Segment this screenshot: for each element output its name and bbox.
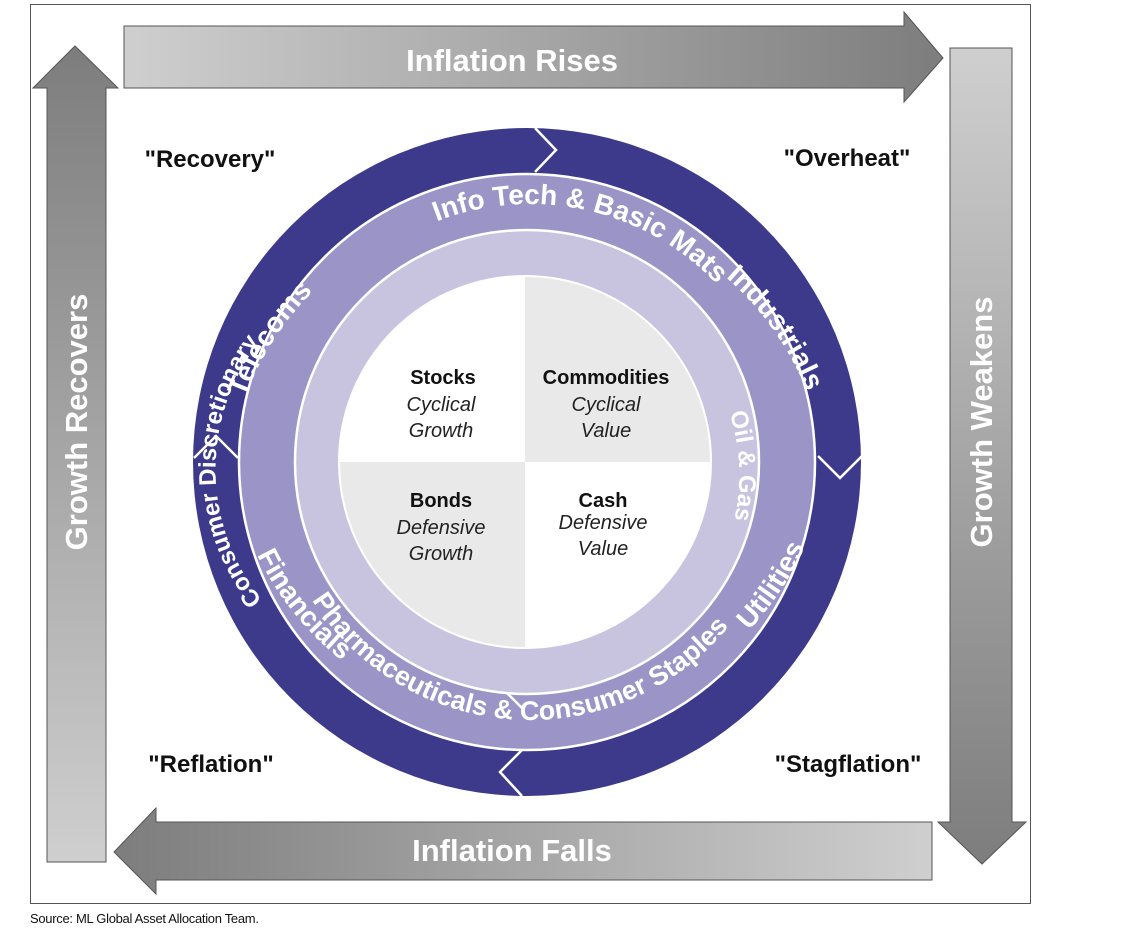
quadrant-sub-bonds-2: Growth xyxy=(409,543,473,565)
phase-label-reflation: "Reflation" xyxy=(148,751,273,778)
quadrant-cash xyxy=(525,462,711,648)
quadrant-sub-bonds-1: Defensive xyxy=(397,517,486,539)
arrow-label-growth-recovers: Growth Recovers xyxy=(59,294,94,551)
outer-ring-chevron-bottom xyxy=(498,749,523,797)
outer-ring-chevron-top xyxy=(534,127,558,173)
phase-label-stagflation: "Stagflation" xyxy=(775,751,922,778)
source-note: Source: ML Global Asset Allocation Team. xyxy=(30,911,259,926)
quadrant-commodities xyxy=(525,276,711,462)
arrow-growth-weakens xyxy=(936,47,1028,865)
arrow-label-inflation-falls: Inflation Falls xyxy=(412,833,612,868)
outer-ring-chevron-left xyxy=(193,434,239,459)
diagram-frame xyxy=(30,4,1031,904)
quadrant-title-bonds: Bonds xyxy=(410,490,472,512)
quadrant-title-cash: Cash xyxy=(579,490,628,512)
quadrant-stocks xyxy=(339,276,525,462)
arrow-inflation-rises xyxy=(123,10,944,104)
quadrant-sub-stocks-1: Cyclical xyxy=(407,394,476,416)
arrow-label-growth-weakens: Growth Weakens xyxy=(964,297,999,548)
quadrant-title-commodities: Commodities xyxy=(543,367,670,389)
quadrant-sub-cash-2: Value xyxy=(578,538,628,560)
arrow-growth-recovers xyxy=(31,45,120,863)
quadrant-sub-commodities-2: Value xyxy=(581,420,631,442)
phase-label-overheat: "Overheat" xyxy=(784,145,911,172)
phase-label-recovery: "Recovery" xyxy=(145,146,276,173)
quadrant-sub-commodities-1: Cyclical xyxy=(572,394,641,416)
centre-quadrants xyxy=(338,275,712,649)
quadrant-sub-cash-1: Defensive xyxy=(559,512,648,534)
arrow-label-inflation-rises: Inflation Rises xyxy=(406,43,618,78)
quadrant-bonds xyxy=(339,462,525,648)
quadrant-sub-stocks-2: Growth xyxy=(409,420,473,442)
outer-ring-chevron-right xyxy=(817,455,863,480)
quadrant-title-stocks: Stocks xyxy=(410,367,476,389)
arrow-inflation-falls xyxy=(113,806,933,896)
